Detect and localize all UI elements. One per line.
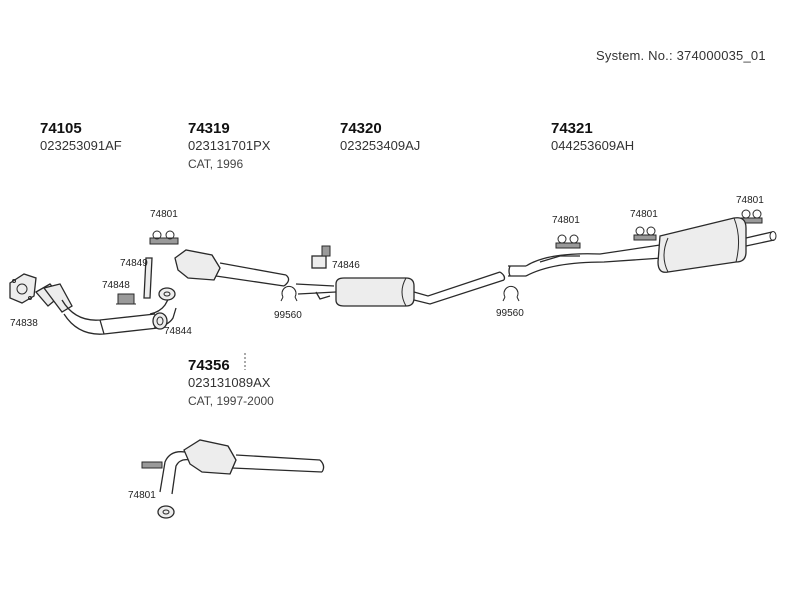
hanger-shape-4 xyxy=(739,209,763,224)
label-hanger-74801-rear-1: 74801 xyxy=(552,215,580,226)
bracket-shape xyxy=(143,257,153,299)
part-note: CAT, 1997-2000 xyxy=(188,394,274,408)
part-note: CAT, 1996 xyxy=(188,157,244,171)
group-74320: 74320 023253409AJ xyxy=(340,120,420,154)
flange-shape xyxy=(158,287,176,301)
part-number: 74321 xyxy=(551,120,593,137)
clamp-bracket-shape xyxy=(311,245,331,269)
label-hanger-74801: 74801 xyxy=(150,209,178,220)
hanger-shape-2 xyxy=(555,234,581,249)
hanger-shape-3 xyxy=(633,226,657,241)
label-bracket-74849: 74849 xyxy=(120,258,148,269)
middle-pipe-shape xyxy=(295,283,337,300)
alt-catalytic-converter-shape xyxy=(141,439,325,519)
group-74321: 74321 044253609AH xyxy=(551,120,634,154)
mount-block-shape xyxy=(116,293,136,305)
hanger-shape xyxy=(149,230,179,245)
part-code: 023253409AJ xyxy=(340,138,421,153)
rear-pipe-shape xyxy=(508,244,663,277)
system-number: System. No.: 374000035_01 xyxy=(596,48,766,63)
group-74356: 74356 023131089AX CAT, 1997-2000 xyxy=(188,357,274,409)
part-code: 023131089AX xyxy=(188,375,271,390)
clamp-ring-shape xyxy=(280,285,298,302)
part-number: 74105 xyxy=(40,120,82,137)
gasket-plate-shape xyxy=(9,273,37,304)
label-hanger-74801-rear-2: 74801 xyxy=(630,209,658,220)
center-muffler-shape xyxy=(335,271,506,307)
part-number: 74356 xyxy=(188,357,230,374)
label-clamp-74846: 74846 xyxy=(332,260,360,271)
clamp-ring-shape-2 xyxy=(502,285,520,302)
rear-muffler-shape xyxy=(657,217,777,273)
label-mount-74848: 74848 xyxy=(102,280,130,291)
part-number: 74320 xyxy=(340,120,382,137)
part-code: 023253091AF xyxy=(40,138,122,153)
label-hanger-74801-rear-3: 74801 xyxy=(736,195,764,206)
catalytic-converter-shape xyxy=(174,249,290,287)
group-74319: 74319 023131701PX CAT, 1996 xyxy=(188,120,270,172)
label-hanger-74801-alt: 74801 xyxy=(128,490,156,501)
label-gasket-74838: 74838 xyxy=(10,318,38,329)
gasket-ring-shape xyxy=(152,312,168,330)
group-74105: 74105 023253091AF xyxy=(40,120,122,154)
part-code: 044253609AH xyxy=(551,138,635,153)
front-pipe-shape xyxy=(34,283,177,335)
part-code: 023131701PX xyxy=(188,138,271,153)
part-number: 74319 xyxy=(188,120,230,137)
label-clamp-99560-rear: 99560 xyxy=(496,308,524,319)
label-gasket-74844: 74844 xyxy=(164,326,192,337)
label-clamp-99560: 99560 xyxy=(274,310,302,321)
